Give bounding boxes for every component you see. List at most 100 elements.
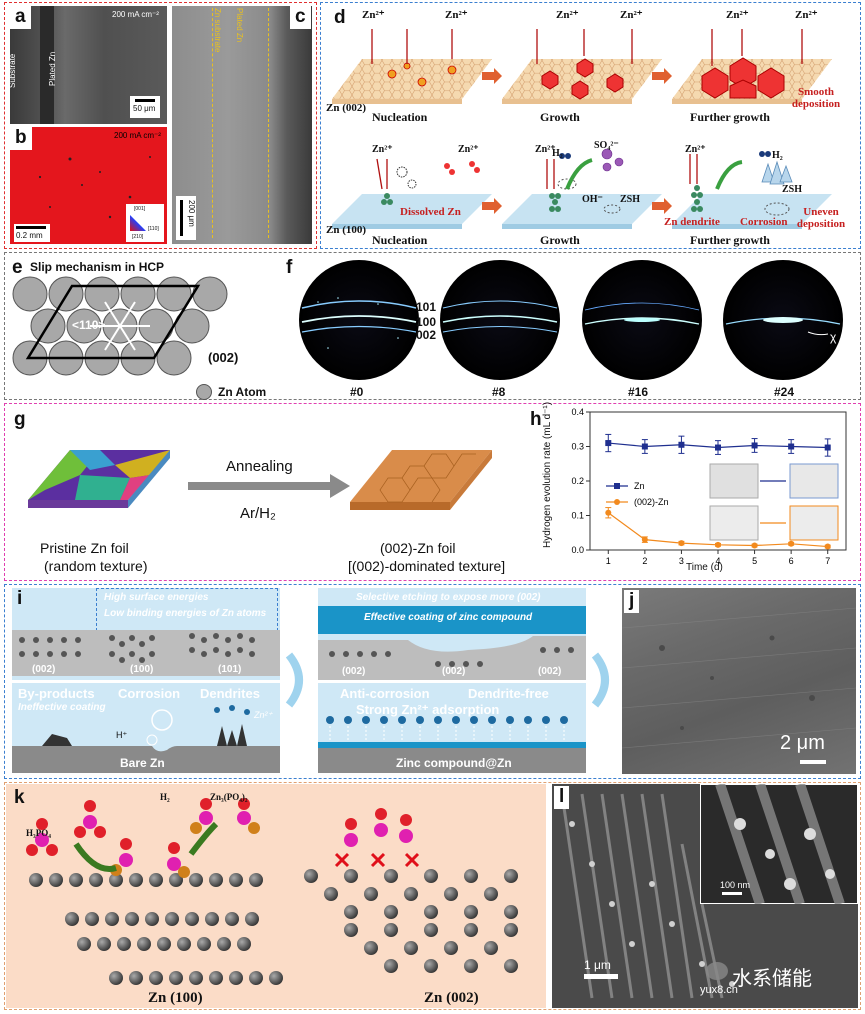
panel-c-dashed-2 xyxy=(268,8,269,238)
h-xtick-label: 4 xyxy=(715,556,720,566)
panel-j-texture xyxy=(622,607,856,749)
h-point xyxy=(678,441,685,448)
f-pattern-0 xyxy=(299,260,419,380)
h-point xyxy=(751,542,758,549)
k-face-left: Zn (100) xyxy=(148,990,203,1006)
f-sample-0: #0 xyxy=(350,385,364,399)
h-xtick-label: 1 xyxy=(606,556,611,566)
panel-l-inset-rods xyxy=(715,784,845,904)
k-product: Zn₃(PO₄)₂ xyxy=(210,792,248,802)
panel-j-scalebar xyxy=(800,760,826,764)
panel-l-inset-scale: 100 nm xyxy=(720,880,751,890)
panel-b-speckles xyxy=(38,156,151,219)
e-unit-cell xyxy=(25,284,201,360)
h-photo-zn-after xyxy=(789,463,839,499)
panel-c-scale-text: 200 μm xyxy=(187,200,196,227)
i-right-facet-2: (002) xyxy=(442,666,466,677)
f-ring-101: 101 xyxy=(416,300,437,314)
h-photo-002-after xyxy=(789,505,839,541)
panel-j-label: j xyxy=(624,590,640,613)
g-annealing: Annealing xyxy=(226,458,293,475)
panel-e-legend: Zn Atom xyxy=(218,385,267,399)
f-chi: χ xyxy=(830,330,837,344)
f-ring-100: 100 xyxy=(416,315,437,329)
panel-k-atoms xyxy=(26,798,518,985)
d-arrow-top-1 xyxy=(482,68,502,84)
panel-j-scale-text: 2 μm xyxy=(780,732,825,754)
panel-e-plane: (002) xyxy=(208,350,239,365)
d-stage-top-1: Nucleation xyxy=(372,110,428,124)
panel-a-scalebar-line xyxy=(135,99,155,102)
d-zn-ion-1: Zn²⁺ xyxy=(362,9,385,21)
panel-j-sem xyxy=(622,588,856,774)
i-strong: Strong Zn²⁺ adsorption xyxy=(356,702,500,717)
d-so4: SO₄²⁻ xyxy=(594,140,619,151)
d-slab-bottom-1 xyxy=(332,194,492,224)
d-dissolved: Dissolved Zn xyxy=(400,206,461,218)
i-corrosion: Corrosion xyxy=(118,686,181,701)
g-textured-foil xyxy=(350,450,492,510)
d-stage-top-3: Further growth xyxy=(690,110,770,124)
panel-a-plated-layer xyxy=(40,6,54,124)
h-point xyxy=(715,444,721,451)
d-stage-bottom-2: Growth xyxy=(540,233,580,247)
i-right-etched xyxy=(318,636,586,680)
h-point xyxy=(605,440,612,447)
h-point xyxy=(824,543,831,550)
panel-l-inset-scalebar xyxy=(722,892,742,895)
d-zn-ion-5: Zn²⁺ xyxy=(726,9,749,21)
panel-g-label: g xyxy=(14,409,26,430)
panel-l-scale-text: 1 μm xyxy=(584,958,611,972)
wechat-icon xyxy=(706,962,728,980)
panel-c-plated: Plated Zn xyxy=(235,8,244,43)
watermark-url: yux8.cn xyxy=(700,984,738,996)
panel-l-rods xyxy=(560,793,735,999)
h-ytick-label: 0.0 xyxy=(571,545,584,555)
i-hplus: H⁺ xyxy=(116,730,128,740)
panel-e-label: e xyxy=(12,257,23,278)
h-point xyxy=(641,536,648,543)
panel-c-label: c xyxy=(290,6,311,29)
d-zn-ion-2: Zn²⁺ xyxy=(445,9,468,21)
f-pattern-24 xyxy=(723,260,843,380)
i-selective: Selective etching to expose more (002) xyxy=(356,592,541,603)
i-ineffective: Ineffective coating xyxy=(18,702,106,713)
panel-a-scale-text: 50 μm xyxy=(133,104,156,113)
panel-b-current: 200 mA cm⁻² xyxy=(114,131,161,140)
panel-b-label: b xyxy=(10,127,32,150)
h-point xyxy=(824,444,831,451)
h-photo-002-before xyxy=(709,505,759,541)
h-legend-marker xyxy=(614,483,620,489)
i-zn2: Zn²⁺ xyxy=(254,710,273,720)
h-point xyxy=(678,540,685,547)
h-ytick-label: 0.4 xyxy=(571,407,584,417)
panel-g-foils xyxy=(28,450,492,510)
h-point xyxy=(715,541,721,548)
d-h2-2: H₂ xyxy=(772,150,783,161)
panel-h-label: h xyxy=(530,409,542,430)
panel-e-legend-atom xyxy=(196,384,212,400)
h-legend-label: (002)-Zn xyxy=(634,497,669,507)
d-zn-ion-3: Zn²⁺ xyxy=(556,9,579,21)
panel-b-ipf-triangle xyxy=(130,215,146,231)
d-corrosion: Corrosion xyxy=(740,216,788,228)
panel-e-lattice xyxy=(12,276,228,376)
d-zn-ion-b1: Zn²⁺ xyxy=(372,144,393,155)
h-xtick-label: 5 xyxy=(752,556,757,566)
panel-i-label: i xyxy=(17,588,23,609)
i-bare: Bare Zn xyxy=(120,756,165,770)
i-curved-arrow-2 xyxy=(591,652,609,708)
h-xtick-label: 2 xyxy=(642,556,647,566)
f-ring-002: 002 xyxy=(416,328,437,342)
i-right-coating xyxy=(318,606,586,634)
h-xtick-label: 6 xyxy=(789,556,794,566)
panel-a-current: 200 mA cm⁻² xyxy=(112,10,159,19)
i-facet-101: (101) xyxy=(218,664,242,675)
h-xtick-label: 3 xyxy=(679,556,684,566)
d-slab-bottom-2 xyxy=(502,194,662,224)
k-face-right: Zn (002) xyxy=(424,990,479,1006)
frame-ij xyxy=(4,584,861,779)
h-ytick-label: 0.2 xyxy=(571,476,584,486)
d-zsh-1: ZSH xyxy=(620,194,641,205)
